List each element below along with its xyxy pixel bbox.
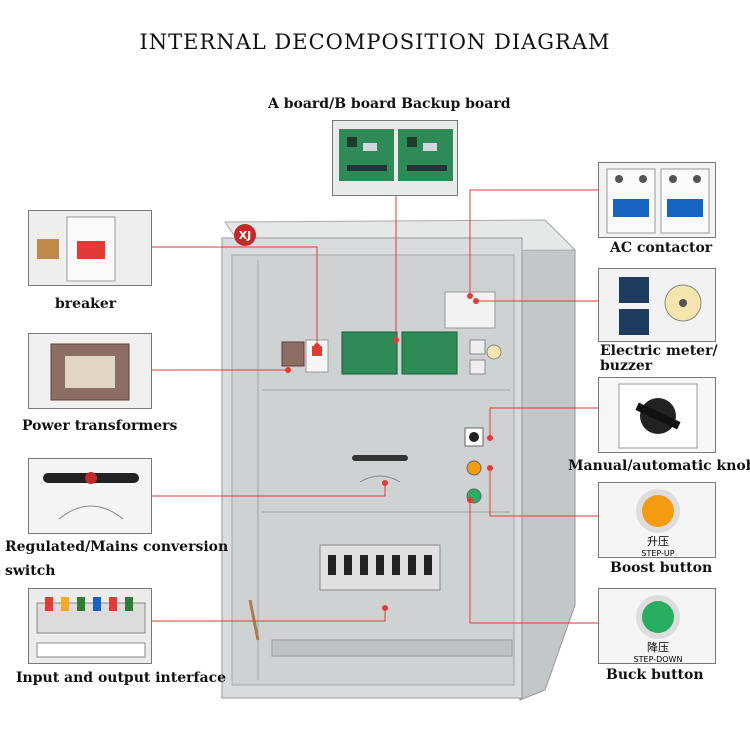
boost-button-thumb: 升压 STEP-UP (598, 482, 716, 558)
switch-handle-icon (43, 472, 139, 520)
meter-buzzer-icon (619, 277, 702, 335)
power-transformer-thumb (28, 333, 152, 409)
conversion-switch-label-1: Regulated/Mains conversion (5, 539, 229, 555)
svg-text:STEP-UP: STEP-UP (641, 549, 674, 558)
brand-badge-icon (234, 224, 256, 246)
ac-contactor-thumb (598, 162, 716, 238)
manual-knob-label: Manual/automatic knob (568, 458, 750, 474)
breaker-label: breaker (55, 296, 117, 312)
breaker-thumb (28, 210, 152, 286)
circuit-board-icon (339, 129, 453, 181)
buck-button-label: Buck button (606, 667, 704, 683)
buck-button-icon: 降压 STEP-DOWN (634, 595, 683, 664)
knob-icon (618, 383, 698, 449)
io-interface-label: Input and output interface (16, 670, 227, 686)
page-title: INTERNAL DECOMPOSITION DIAGRAM (139, 30, 611, 54)
svg-text:STEP-DOWN: STEP-DOWN (634, 655, 683, 664)
power-transformers-label: Power transformers (22, 418, 178, 434)
manual-knob-thumb (598, 377, 716, 453)
boost-light (466, 460, 482, 476)
io-interface-thumb (28, 588, 152, 664)
terminal-icon (36, 597, 146, 658)
electric-meter-thumb (598, 268, 716, 342)
buck-button-thumb: 降压 STEP-DOWN (598, 588, 716, 664)
transformer-icon (50, 343, 130, 401)
backup-board-thumb (332, 120, 458, 196)
backup-board-label: A board/B board Backup board (268, 96, 511, 112)
transformer (281, 341, 305, 367)
boost-button-label: Boost button (610, 560, 713, 576)
breaker-icon (37, 216, 116, 282)
board-b (401, 331, 458, 375)
electric-meter-label-1: Electric meter/ (600, 343, 718, 359)
boost-button-icon: 升压 STEP-UP (636, 489, 680, 558)
svg-text:升压: 升压 (647, 535, 669, 548)
contactor-icon (606, 168, 710, 234)
board-a (341, 331, 398, 375)
brand-badge-text: XJ (239, 229, 252, 242)
svg-text:降压: 降压 (647, 640, 669, 654)
conversion-switch-label-2: switch (5, 563, 56, 579)
conversion-switch-thumb (28, 458, 152, 534)
ac-contactor-label: AC contactor (610, 240, 713, 256)
electric-meter-label-2: buzzer (600, 358, 653, 374)
